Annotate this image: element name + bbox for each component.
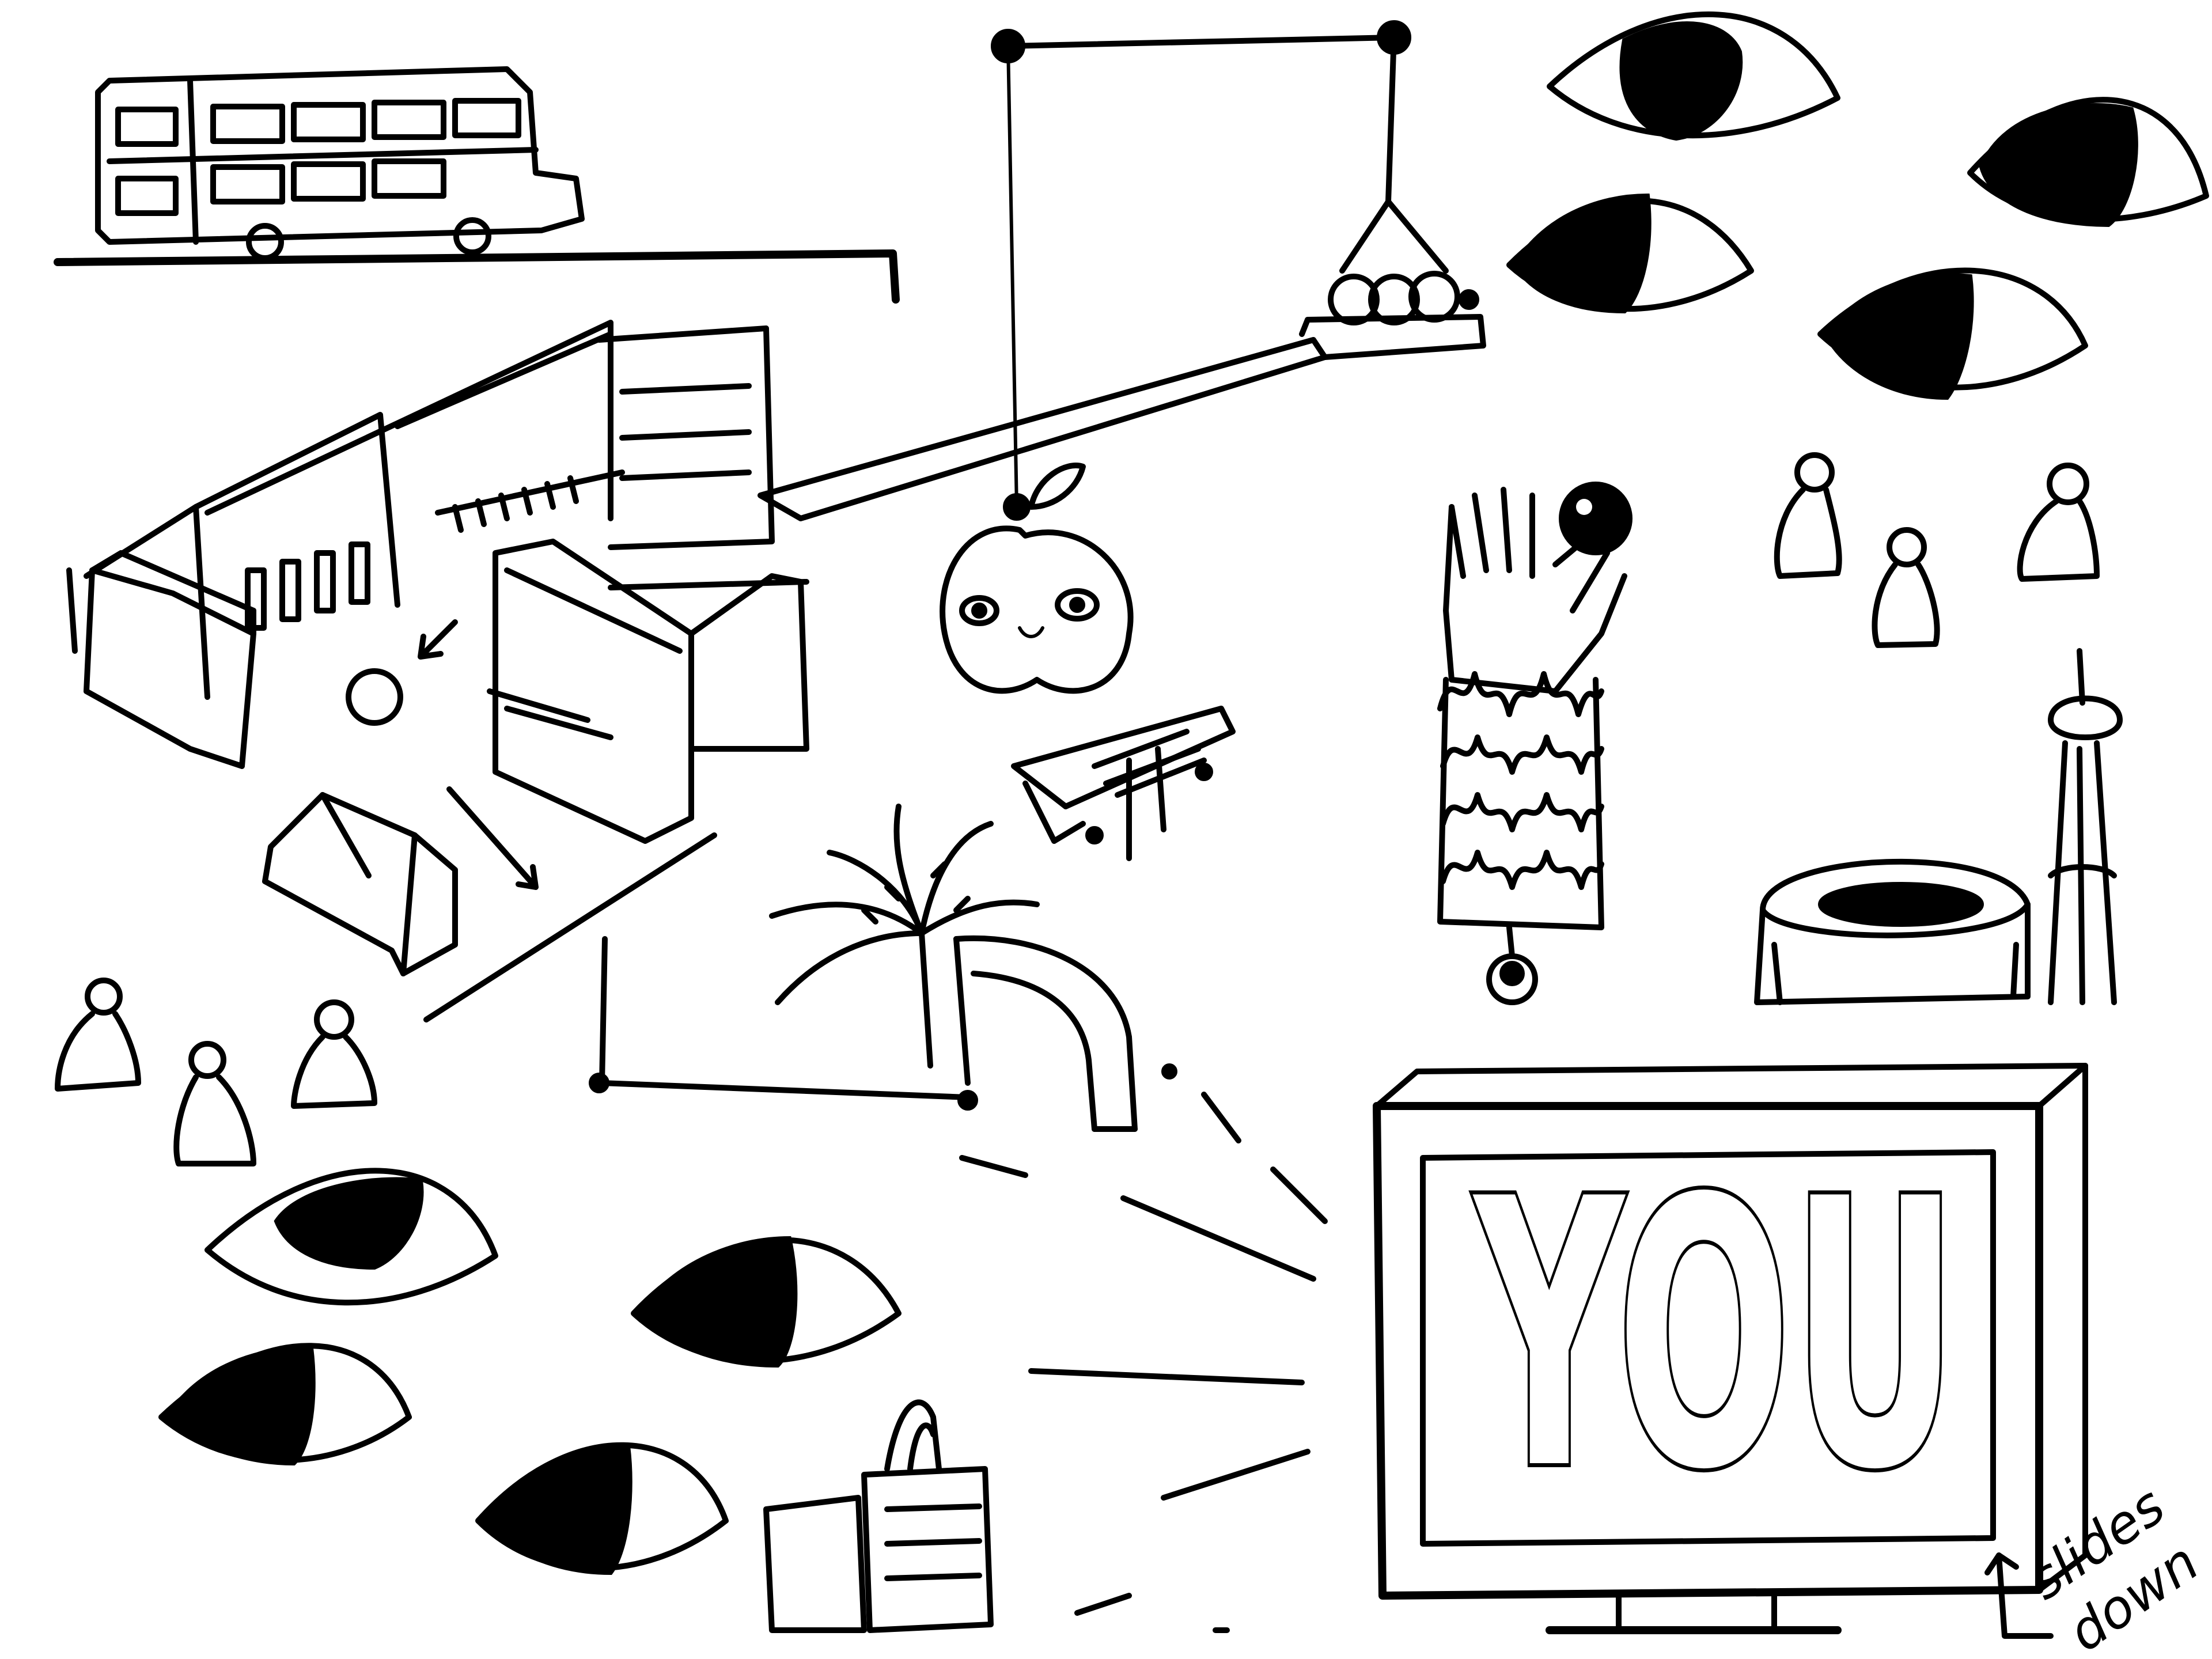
- billboard-text: YOU: [1471, 1121, 1959, 1550]
- hand-with-ball: [1437, 482, 1633, 1005]
- platform-outline: [599, 936, 971, 1100]
- eye-bottom-center-2: [475, 1442, 729, 1575]
- platform-dot-left: [589, 1073, 609, 1093]
- people-group-right: [1774, 452, 2100, 648]
- seesaw-plank: [757, 32, 1486, 521]
- building-complex: [66, 320, 809, 976]
- hanging-apple: [940, 20, 1411, 694]
- people-group-left: [55, 978, 377, 1166]
- ray-lines: [959, 1092, 1328, 1633]
- palm-tree: [769, 804, 1177, 1132]
- bus-ledge: [54, 249, 900, 304]
- platform-dot-right: [957, 1090, 978, 1111]
- eye-bottom-left-1: [204, 1168, 498, 1306]
- streetcar: [1011, 706, 1236, 861]
- cn-tower: [2048, 648, 2123, 1005]
- slides-down-annotation: slides down: [1984, 1475, 2210, 1659]
- stadium: [1754, 858, 2031, 1005]
- eye-top-center: [1547, 11, 1840, 141]
- eye-lower-right: [1817, 267, 2088, 400]
- double-decker-bus: [95, 66, 585, 261]
- shopping-bag: [763, 1399, 994, 1633]
- walkway-line: [423, 832, 717, 1022]
- eye-bottom-center-1: [631, 1236, 902, 1368]
- eye-middle-right: [1506, 193, 1754, 314]
- eye-bottom-left-2: [158, 1343, 412, 1466]
- billboard-tv: YOU: [1373, 1063, 2088, 1634]
- eye-top-right: [1967, 97, 2209, 228]
